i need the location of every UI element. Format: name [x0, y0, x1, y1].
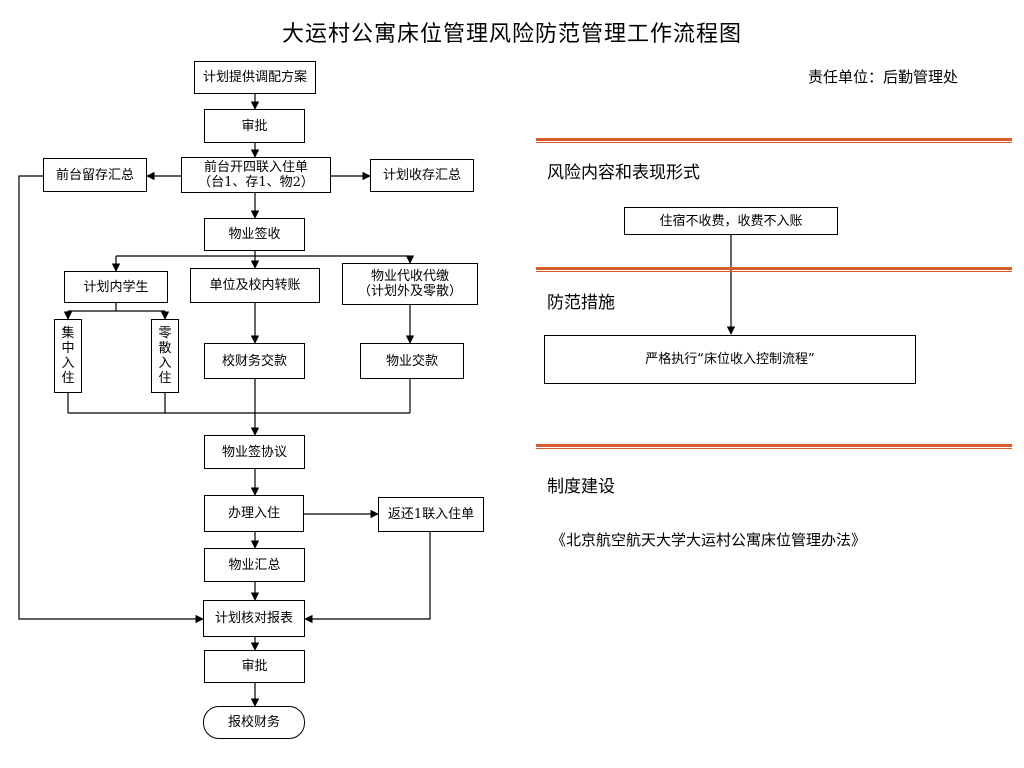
measures-heading: 防范措施: [547, 293, 615, 313]
property-sign-box: 物业签收: [204, 218, 305, 251]
arrow-frontkeep-to-check: [18, 175, 204, 624]
approve-box-1: 审批: [204, 109, 305, 143]
page-title: 大运村公寓床位管理风险防范管理工作流程图: [281, 22, 742, 47]
measures-item-box: 严格执行“床位收入控制流程”: [544, 335, 916, 384]
property-summary-box: 物业汇总: [204, 548, 305, 582]
property-collect-box: 物业代收代缴 （计划外及零散）: [342, 263, 478, 305]
regulation-document-title: 《北京航空航天大学大运村公寓床位管理办法》: [551, 531, 867, 549]
plan-keep-summary-box: 计划收存汇总: [370, 159, 474, 192]
checkin-box: 办理入住: [204, 495, 304, 532]
responsible-unit: 责任单位：后勤管理处: [808, 68, 959, 86]
section-divider-measures: [536, 267, 1012, 273]
plan-offer-box: 计划提供调配方案: [194, 61, 316, 94]
group-stay-box: 集 中 入 住: [54, 319, 82, 393]
front-desk-form-box: 前台开四联入住单 （台1、存1、物2）: [181, 157, 331, 193]
plan-inner-students-box: 计划内学生: [64, 271, 168, 303]
unit-transfer-box: 单位及校内转账: [190, 268, 320, 303]
front-keep-summary-box: 前台留存汇总: [43, 158, 147, 192]
section-divider-risk: [536, 138, 1012, 144]
system-heading: 制度建设: [547, 477, 615, 497]
section-divider-system: [536, 444, 1012, 450]
risk-heading: 风险内容和表现形式: [547, 163, 700, 183]
plan-check-report-box: 计划核对报表: [203, 600, 305, 637]
approve-box-2: 审批: [204, 650, 305, 683]
report-finance-terminal: 报校财务: [203, 706, 305, 739]
property-pay-box: 物业交款: [360, 343, 464, 379]
arrow-return-to-check: [304, 532, 431, 624]
return-form-box: 返还1联入住单: [378, 497, 484, 532]
finance-pay-box: 校财务交款: [204, 343, 305, 379]
scatter-stay-box: 零 散 入 住: [151, 319, 179, 393]
property-agreement-box: 物业签协议: [204, 435, 305, 469]
risk-item-box: 住宿不收费，收费不入账: [624, 207, 838, 235]
